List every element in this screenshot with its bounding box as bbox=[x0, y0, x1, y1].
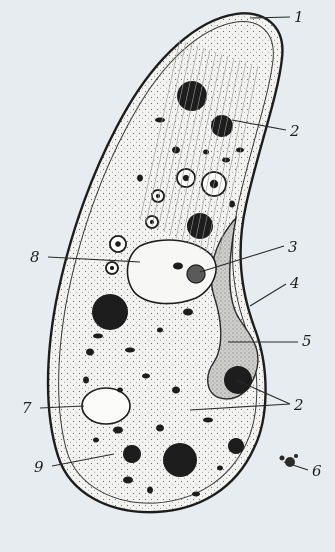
label-2-top: 2 bbox=[289, 122, 300, 140]
label-3: 3 bbox=[288, 238, 298, 256]
vacuole-core bbox=[115, 241, 121, 247]
granule bbox=[157, 328, 163, 333]
label-8: 8 bbox=[30, 248, 40, 266]
granule bbox=[86, 349, 94, 356]
label-9: 9 bbox=[34, 458, 44, 476]
granule bbox=[123, 477, 133, 484]
label-7: 7 bbox=[22, 399, 32, 417]
granule bbox=[137, 175, 143, 182]
granule bbox=[217, 466, 223, 471]
food-vacuole bbox=[92, 294, 128, 330]
label-4: 4 bbox=[289, 274, 300, 292]
granule bbox=[172, 387, 180, 394]
micronucleus bbox=[187, 265, 205, 283]
label-6: 6 bbox=[312, 462, 322, 480]
cytoproct bbox=[280, 454, 299, 467]
granule bbox=[93, 438, 99, 443]
granule bbox=[156, 425, 164, 432]
food-vacuole bbox=[187, 213, 213, 239]
granule bbox=[117, 388, 123, 393]
granule bbox=[173, 263, 183, 270]
label-2-bottom: 2 bbox=[293, 396, 304, 414]
granule bbox=[83, 377, 89, 384]
granule bbox=[93, 334, 103, 339]
label-1: 1 bbox=[294, 8, 304, 26]
food-vacuole bbox=[123, 445, 141, 463]
granule bbox=[203, 418, 213, 423]
food-vacuole bbox=[224, 366, 252, 394]
granule bbox=[147, 487, 153, 494]
food-vacuole bbox=[228, 438, 244, 454]
granule bbox=[113, 427, 123, 434]
granule bbox=[125, 348, 135, 353]
granule bbox=[183, 309, 193, 316]
food-vacuole bbox=[211, 115, 233, 137]
vacuole-core bbox=[110, 266, 114, 270]
contractile-vacuole bbox=[82, 388, 130, 424]
granule bbox=[155, 118, 165, 123]
label-5: 5 bbox=[302, 332, 312, 350]
food-vacuole bbox=[163, 443, 197, 477]
granule bbox=[192, 492, 200, 497]
granule bbox=[142, 374, 150, 379]
